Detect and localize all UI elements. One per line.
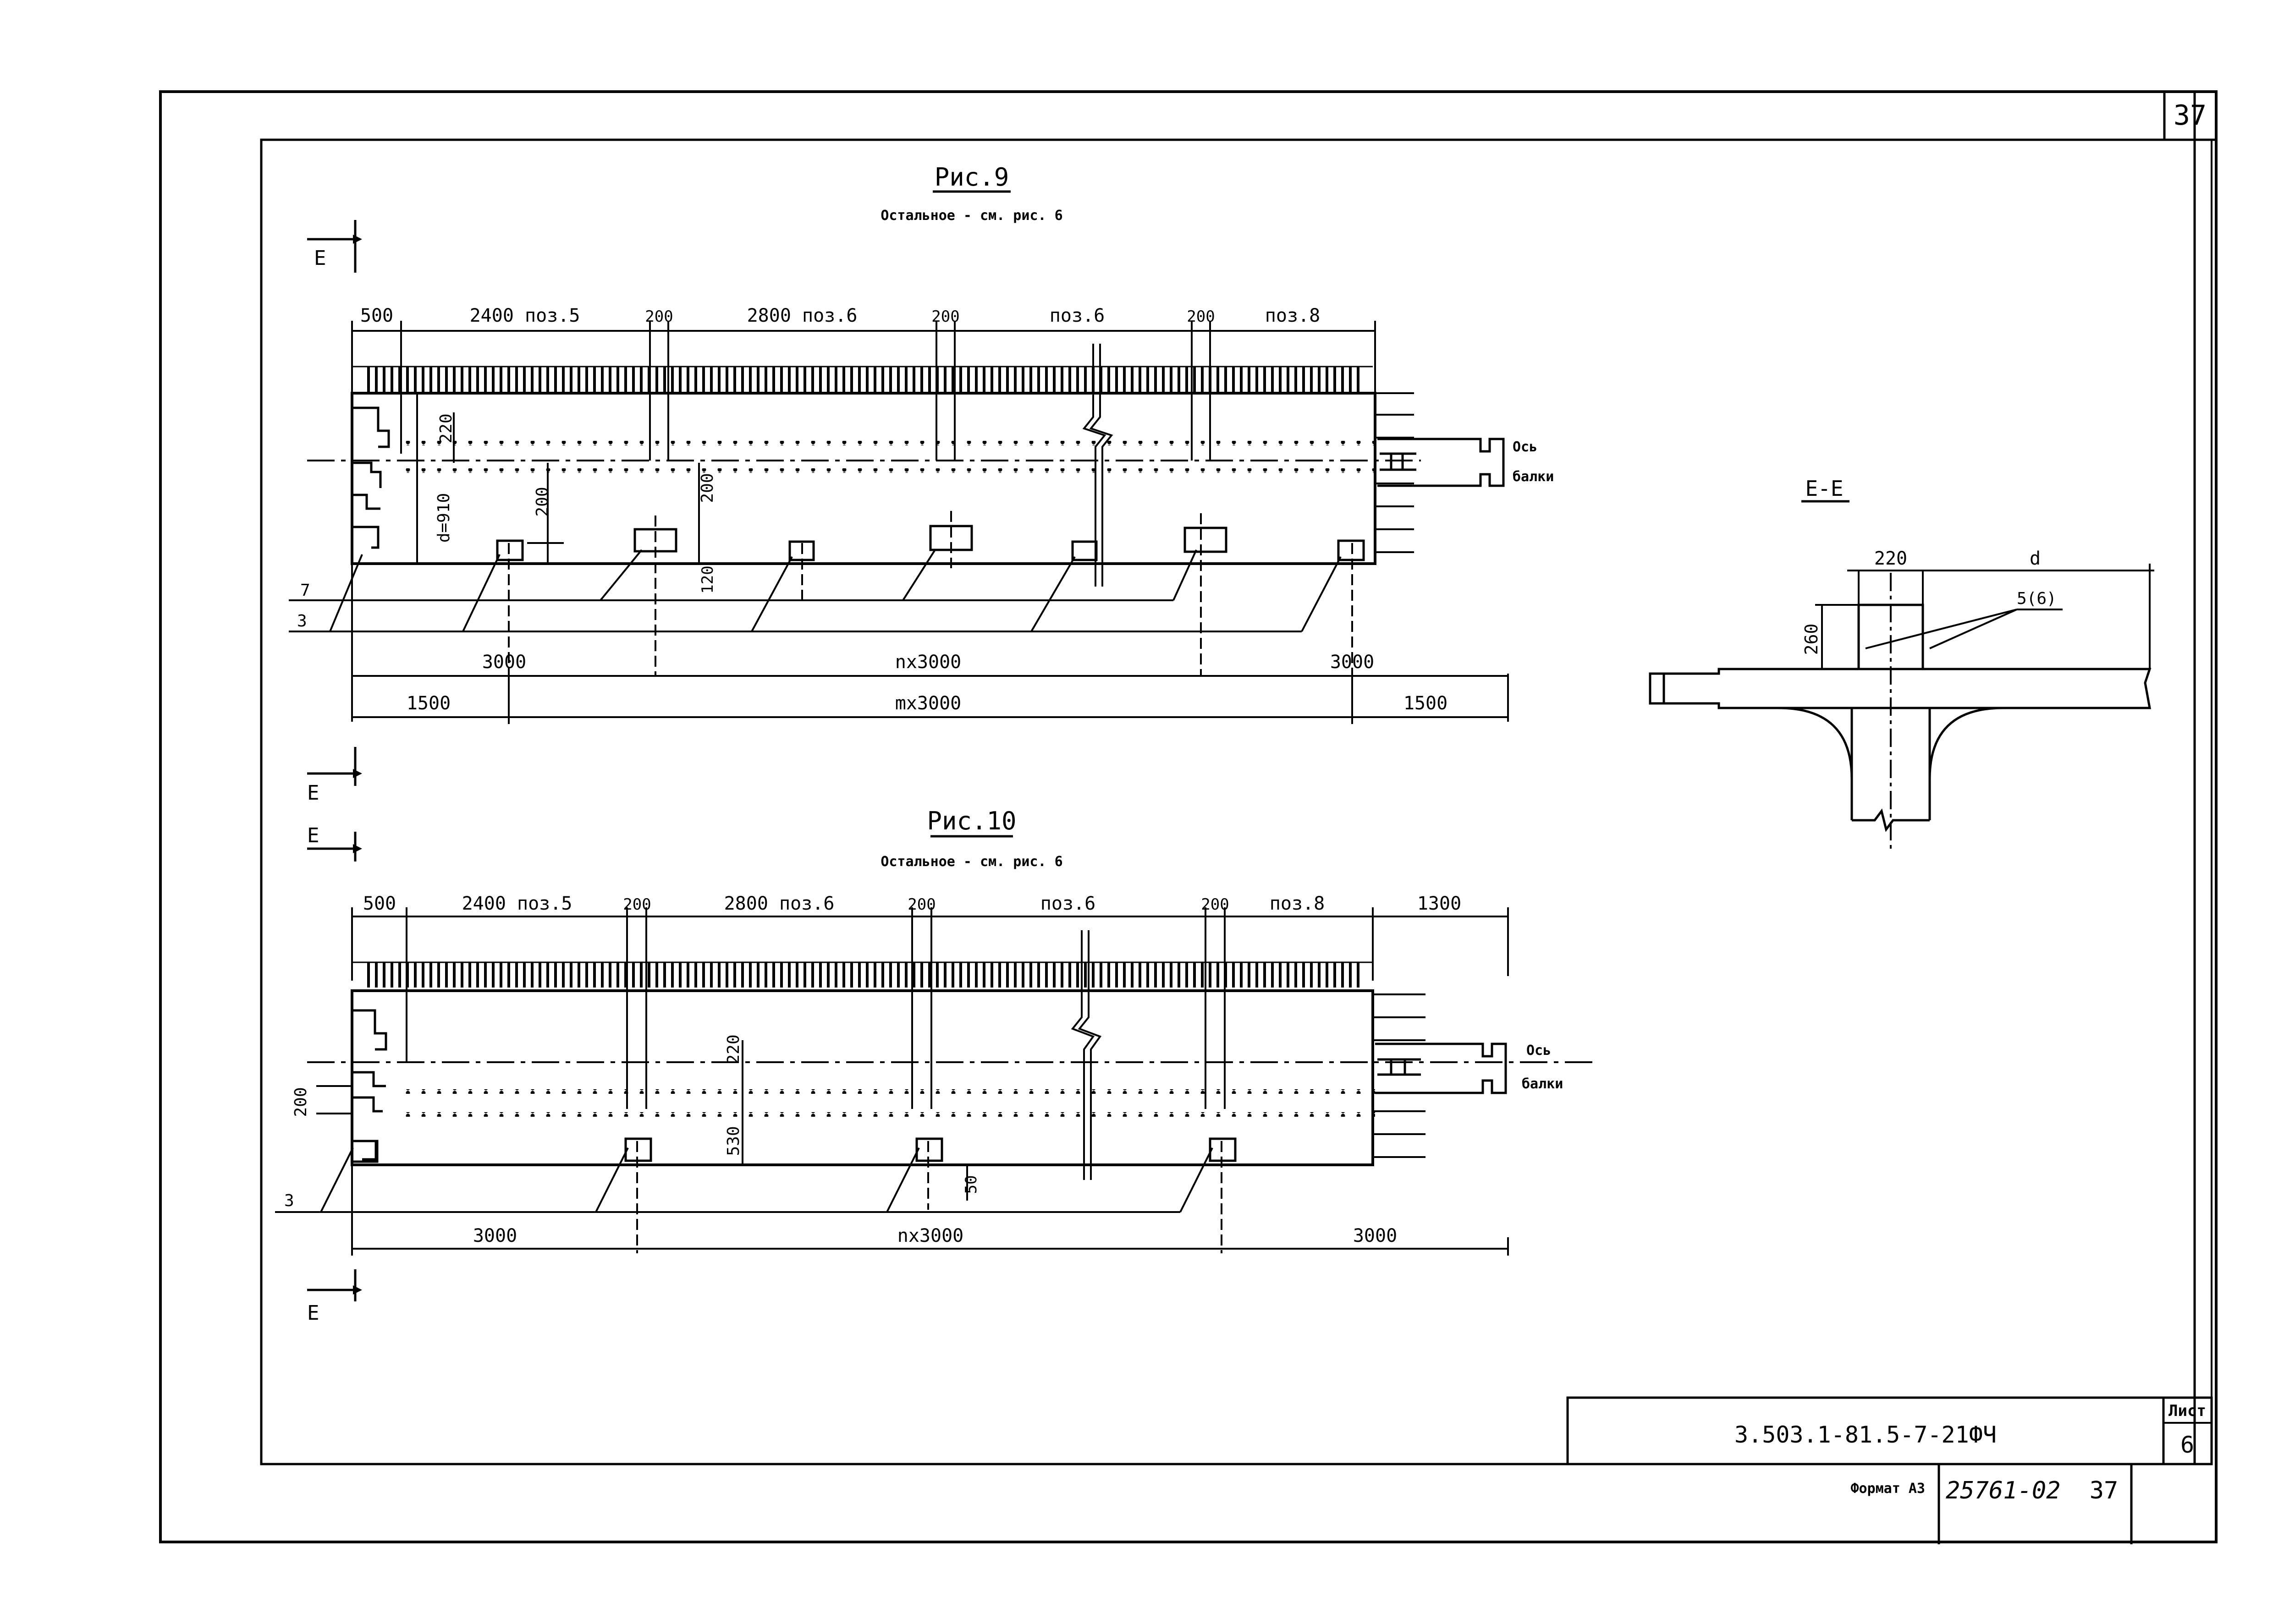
fig10-dim-530: 530 xyxy=(724,1126,743,1156)
fig10-dim-220: 220 xyxy=(724,1034,743,1064)
fig9-rebar-row-1 xyxy=(403,441,1375,445)
fig10-rebar-row-1 xyxy=(403,1089,1375,1094)
fig10-inserts xyxy=(351,1137,1237,1163)
fig9-end-stirrups xyxy=(352,406,390,549)
fig10-joint-detail xyxy=(1375,1042,1507,1094)
section-ee-title: Е-Е xyxy=(1805,476,1843,501)
section-e-e: Е-Е 220 d 260 5(6) xyxy=(1649,476,2154,852)
fig10-break-line xyxy=(1071,930,1102,1180)
fig9-rebar-comb xyxy=(362,367,1361,392)
fig10-bottom-nx3000: nx3000 xyxy=(897,1225,964,1246)
fig9-rebar-row-2 xyxy=(403,468,1375,473)
list-label: Лист xyxy=(2168,1402,2206,1420)
fig10-dim-50: 50 xyxy=(962,1175,980,1194)
fig9-dim-120: 120 xyxy=(699,565,717,593)
fig9-note: Остальное - см. рис. 6 xyxy=(881,208,1062,224)
fig9-bottom-nx3000: nx3000 xyxy=(895,652,962,673)
fig10-section-letter-top: Е xyxy=(307,824,319,847)
fig9-inserts xyxy=(496,525,1365,561)
fig10-rebar-comb xyxy=(362,962,1361,988)
fig9-section-mark-bottom: Е xyxy=(307,747,362,805)
fig9-dim-d910: d=910 xyxy=(435,493,453,543)
fig10-section-mark-bottom: Е xyxy=(307,1269,362,1325)
section-ee-dim-260: 260 xyxy=(1801,624,1822,655)
fig9-joint-detail xyxy=(1377,438,1505,487)
fig9-dim-500: 500 xyxy=(360,305,393,326)
title-block: 3.503.1-81.5-7-21ФЧ Лист 6 Формат А3 257… xyxy=(1566,1396,2213,1544)
fig10-axis-label-1: Ось xyxy=(1526,1042,1551,1059)
fig10-section-letter-bottom: Е xyxy=(307,1301,319,1325)
fig10-callout-leaders xyxy=(275,1147,1213,1213)
section-ee-dim-220: 220 xyxy=(1874,548,1907,569)
fig10-bottom-3000-b: 3000 xyxy=(1353,1225,1397,1246)
fig9-dim-poz6: поз.6 xyxy=(1050,305,1105,326)
fig10-dim-500: 500 xyxy=(363,893,396,914)
fig9-callout-leaders xyxy=(289,549,1342,632)
fig9-bottom-3000-b: 3000 xyxy=(1330,652,1374,673)
section-ee-callout: 5(6) xyxy=(2017,589,2057,608)
fig10-dim-1300: 1300 xyxy=(1417,893,1461,914)
fig10-dim-2400-poz5: 2400 поз.5 xyxy=(462,893,572,914)
fig9-title: Рис.9 xyxy=(935,163,1009,192)
fig10-dim-poz6: поз.6 xyxy=(1040,893,1095,914)
fig9-bottom-mx3000: mx3000 xyxy=(895,693,962,714)
fig9-dim-200-b: 200 xyxy=(931,307,959,326)
page-number: 37 xyxy=(2090,1477,2119,1504)
fig9-dim-200-side-b: 200 xyxy=(698,473,717,503)
fig9-section-letter-bottom: Е xyxy=(307,781,319,805)
fig10-dim-200-a: 200 xyxy=(623,895,651,914)
fig10-callout-3: 3 xyxy=(284,1191,294,1210)
fig10-dim-200-c: 200 xyxy=(1201,895,1229,914)
fig10-dim-200-side: 200 xyxy=(292,1087,310,1117)
fig9-dim-200-side-a: 200 xyxy=(533,487,552,516)
fig9-dim-200-c: 200 xyxy=(1187,307,1215,326)
corner-page-box: 37 xyxy=(2163,90,2218,141)
figure-9: Рис.9 Остальное - см. рис. 6 Е Е xyxy=(289,163,1554,805)
fig10-dim-2800-poz6: 2800 поз.6 xyxy=(724,893,835,914)
fig9-beam xyxy=(351,392,1376,565)
fig9-axis-label-1: Ось xyxy=(1513,439,1537,455)
format-label: Формат А3 xyxy=(1850,1481,1925,1497)
fig9-dim-220: 220 xyxy=(437,413,456,443)
fig10-end-bars xyxy=(1373,993,1425,1158)
fig10-axis-label-2: балки xyxy=(1522,1076,1563,1092)
fig10-rebar-row-2 xyxy=(403,1112,1375,1117)
fig9-dim-poz8: поз.8 xyxy=(1265,305,1320,326)
fig10-beam xyxy=(351,989,1374,1166)
sheet-frame xyxy=(159,90,2218,1543)
figure-10: Рис.10 Остальное - см. рис. 6 Е Е xyxy=(275,807,1595,1325)
fig9-dim-2800-poz6: 2800 поз.6 xyxy=(747,305,858,326)
list-number: 6 xyxy=(2180,1432,2194,1458)
section-ee-dim-d: d xyxy=(2030,548,2041,569)
fig10-bottom-3000-a: 3000 xyxy=(473,1225,517,1246)
document-code: 3.503.1-81.5-7-21ФЧ xyxy=(1734,1421,1997,1448)
corner-page-number: 37 xyxy=(2174,99,2207,132)
fig10-title: Рис.10 xyxy=(927,807,1016,835)
fig9-bottom-1500-b: 1500 xyxy=(1403,693,1447,714)
fig9-dim-200-a: 200 xyxy=(645,307,673,326)
fig9-section-letter-top: Е xyxy=(314,247,326,270)
fig9-bottom-3000-a: 3000 xyxy=(482,652,526,673)
inventory-number: 25761-02 xyxy=(1946,1477,2060,1504)
fig10-section-mark-top: Е xyxy=(307,824,362,861)
fig9-bottom-1500-a: 1500 xyxy=(407,693,451,714)
fig9-dim-2400-poz5: 2400 поз.5 xyxy=(470,305,580,326)
fig10-note: Остальное - см. рис. 6 xyxy=(881,854,1062,870)
fig10-end-stirrups xyxy=(352,1009,387,1161)
section-ee-outline xyxy=(1649,668,2152,709)
fig9-end-bars xyxy=(1375,392,1414,553)
fig9-axis-label-2: балки xyxy=(1513,469,1554,485)
fig9-callout-3: 3 xyxy=(297,612,307,631)
fig9-callout-7: 7 xyxy=(300,581,310,600)
fig9-break-line xyxy=(1082,344,1113,587)
fig10-dim-poz8: поз.8 xyxy=(1270,893,1325,914)
fig9-section-mark-top: Е xyxy=(307,220,362,273)
fig10-dim-200-b: 200 xyxy=(908,895,936,914)
